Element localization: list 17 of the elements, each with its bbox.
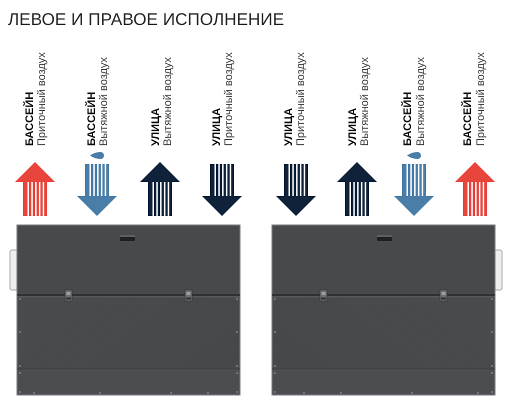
air-type-label: Приточный воздух (37, 52, 48, 146)
air-type-label: Приточный воздух (296, 52, 307, 146)
air-type-label: Вытяжной воздух (360, 57, 371, 146)
zone-label: УЛИЦА (284, 108, 295, 146)
air-type-label: Вытяжной воздух (99, 57, 110, 146)
zone-label: БАССЕЙН (87, 92, 98, 146)
air-type-label: Приточный воздух (224, 52, 235, 146)
zone-label: БАССЕЙН (25, 92, 36, 146)
air-type-label: Вытяжной воздух (163, 57, 174, 146)
zone-label: БАССЕЙН (463, 92, 474, 146)
diagram-title: ЛЕВОЕ И ПРАВОЕ ИСПОЛНЕНИЕ (8, 10, 284, 30)
zone-label: УЛИЦА (212, 108, 223, 146)
zone-label: БАССЕЙН (403, 92, 414, 146)
air-type-label: Приточный воздух (476, 52, 487, 146)
zone-label: УЛИЦА (348, 108, 359, 146)
air-type-label: Вытяжной воздух (416, 57, 427, 146)
zone-label: УЛИЦА (151, 108, 162, 146)
